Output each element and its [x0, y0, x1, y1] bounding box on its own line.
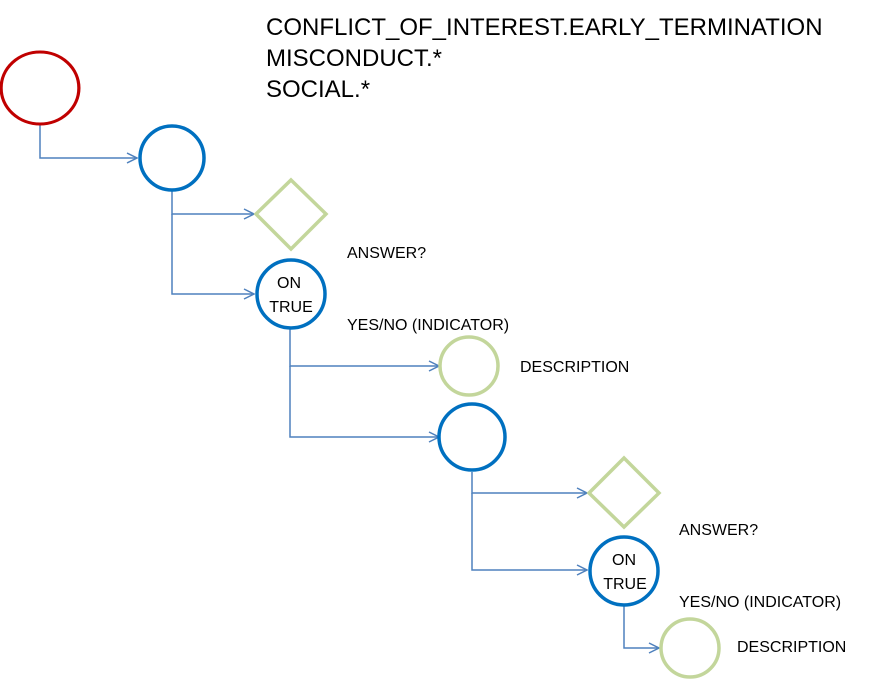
on-true-1-line1: ON [277, 275, 301, 292]
answer-label-1: ANSWER? YES/NO (INDICATOR) [347, 194, 509, 386]
on-true-2-line2: TRUE [603, 576, 647, 593]
connector-node2-to-diamond2 [471, 472, 587, 493]
answer-diamond-1 [253, 177, 329, 252]
connector-ontrue2-to-desc2 [623, 605, 659, 648]
connector-ontrue1-to-node2 [289, 366, 439, 437]
description-node-1 [438, 335, 500, 397]
answer-1-line2: YES/NO (INDICATOR) [347, 317, 510, 334]
on-true-node-2 [588, 535, 660, 607]
header-text: CONFLICT_OF_INTEREST.EARLY_TERMINATION M… [266, 12, 823, 105]
on-true-2-line1: ON [612, 552, 636, 569]
on-true-node-1 [255, 258, 327, 330]
connector-root-to-node1 [39, 124, 137, 158]
answer-2-line2: YES/NO (INDICATOR) [679, 594, 842, 611]
answer-1-line1: ANSWER? [347, 245, 427, 262]
header-line-1: CONFLICT_OF_INTEREST.EARLY_TERMINATION [266, 14, 823, 41]
answer-2-line1: ANSWER? [679, 522, 759, 539]
header-line-3: SOCIAL.* [266, 76, 371, 103]
root-node [0, 50, 81, 126]
description-label-1: DESCRIPTION [520, 359, 630, 376]
connector-node1-to-ontrue1 [171, 214, 254, 294]
node-1 [138, 124, 206, 192]
answer-label-2: ANSWER? YES/NO (INDICATOR) [679, 471, 841, 663]
connector-node1-to-diamond1 [171, 190, 254, 214]
description-label-2: DESCRIPTION [737, 639, 847, 656]
header-line-2: MISCONDUCT.* [266, 45, 443, 72]
answer-diamond-2 [586, 455, 662, 530]
connector-node2-to-ontrue2 [471, 493, 587, 570]
on-true-1-line2: TRUE [269, 299, 313, 316]
description-node-2 [659, 617, 721, 679]
node-2 [437, 402, 507, 472]
